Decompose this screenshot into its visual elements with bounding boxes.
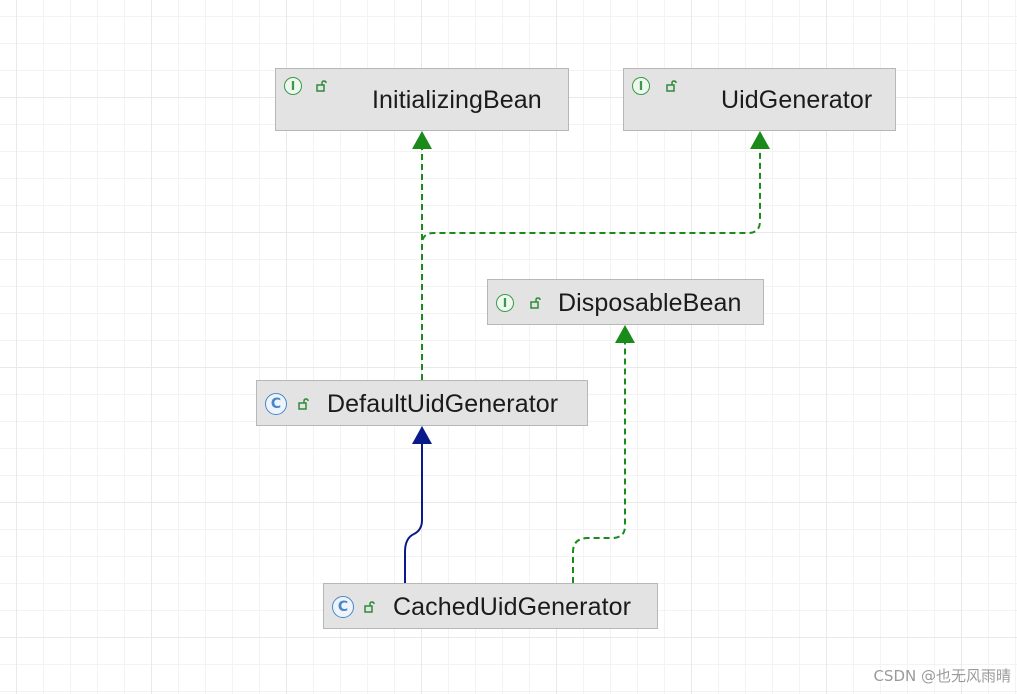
node-disposable-bean[interactable]: I DisposableBean	[487, 279, 764, 325]
node-label: DefaultUidGenerator	[327, 390, 559, 418]
edge-extends-cached-uid-generator-to-default-uid-generator	[404, 426, 432, 583]
node-cached-uid-generator[interactable]: C CachedUidGenerator	[323, 583, 658, 629]
class-icon: C	[265, 393, 287, 415]
public-access-icon	[364, 601, 375, 613]
node-uid-generator[interactable]: I UidGenerator	[623, 68, 896, 131]
node-label: UidGenerator	[721, 86, 873, 114]
node-label: InitializingBean	[372, 86, 542, 114]
node-label: DisposableBean	[558, 289, 742, 317]
node-label: CachedUidGenerator	[393, 593, 632, 621]
public-access-icon	[316, 80, 327, 92]
edge-implements-cached-uid-generator-to-disposable-bean	[572, 325, 635, 583]
interface-icon: I	[496, 294, 514, 312]
class-icon: C	[332, 596, 354, 618]
edges-layer	[404, 131, 770, 583]
interface-icon: I	[632, 77, 650, 95]
public-access-icon	[298, 398, 309, 410]
csdn-watermark: CSDN @也无风雨晴	[873, 667, 1011, 685]
interface-icon: I	[284, 77, 302, 95]
node-default-uid-generator[interactable]: C DefaultUidGenerator	[256, 380, 588, 426]
public-access-icon	[666, 80, 677, 92]
edge-implements-default-uid-generator-to-uid-generator	[421, 131, 770, 380]
public-access-icon	[530, 297, 541, 309]
node-initializing-bean[interactable]: I InitializingBean	[275, 68, 569, 131]
